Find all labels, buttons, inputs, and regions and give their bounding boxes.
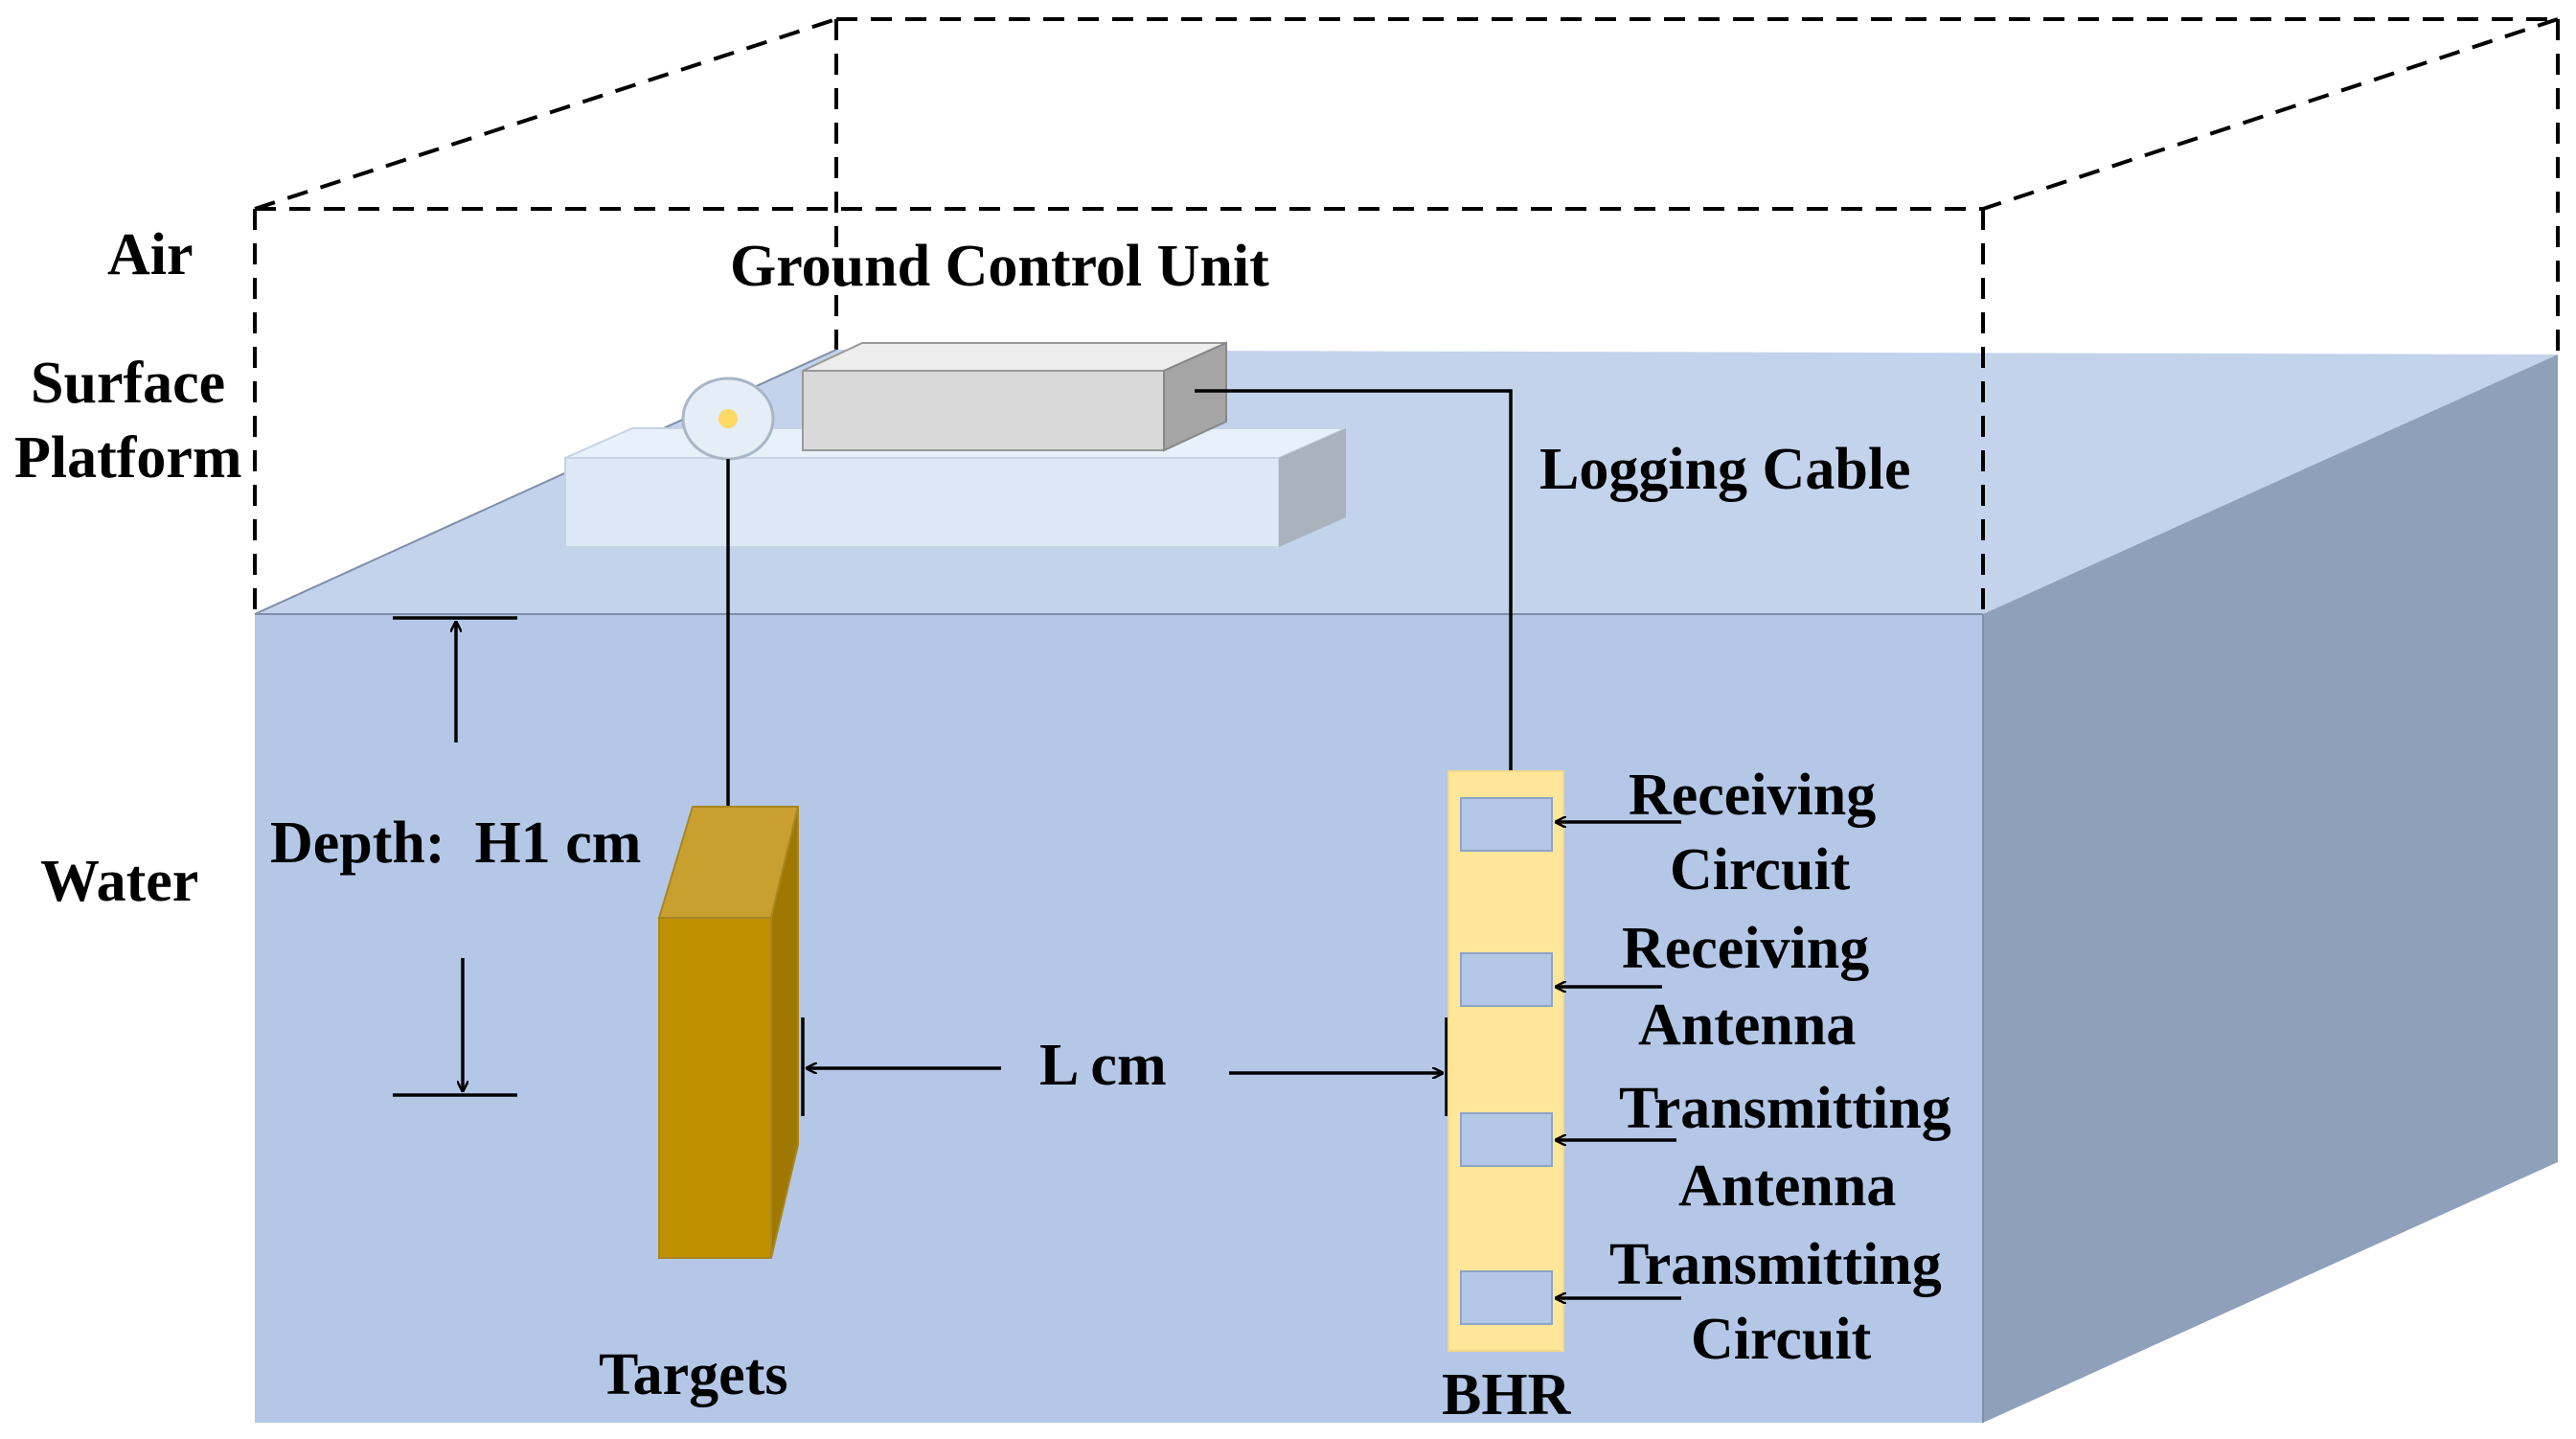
- transmitting-antenna-label-line2: Antenna: [1678, 1153, 1896, 1219]
- bhr-label: BHR: [1442, 1362, 1572, 1428]
- bhr-transmitting-circuit-slot: [1460, 1270, 1553, 1325]
- bhr-receiving-antenna-slot: [1460, 952, 1553, 1007]
- bhr-transmitting-antenna-slot: [1460, 1112, 1553, 1167]
- surface-platform-label-line2: Platform: [14, 425, 242, 491]
- bhr-tool: [1448, 770, 1564, 1352]
- bhr-pointers: [1556, 822, 1681, 1298]
- cable-reel: [681, 377, 775, 461]
- distance-label: L cm: [1039, 1033, 1167, 1098]
- bhr-receiving-circuit-slot: [1460, 797, 1553, 852]
- air-label: Air: [107, 222, 194, 287]
- cables: [726, 389, 1513, 838]
- ground-control-unit-box: [802, 341, 1227, 452]
- depth-label: Depth: H1 cm: [270, 811, 641, 876]
- receiving-antenna-label-line1: Receiving: [1622, 916, 1869, 981]
- transmitting-circuit-label-line1: Transmitting: [1609, 1232, 1942, 1297]
- water-side-face: [1983, 354, 2558, 1423]
- ground-control-unit-label: Ground Control Unit: [730, 234, 1269, 299]
- air-region-box: [254, 17, 2560, 354]
- transmitting-antenna-label-line1: Transmitting: [1619, 1076, 1951, 1141]
- distance-dimension: [801, 1017, 1448, 1116]
- receiving-antenna-label-line2: Antenna: [1638, 993, 1856, 1058]
- receiving-circuit-label-line2: Circuit: [1670, 837, 1851, 902]
- targets-label: Targets: [599, 1342, 787, 1407]
- water-label: Water: [40, 849, 198, 914]
- surface-platform-label-line1: Surface: [31, 351, 225, 416]
- logging-cable-label: Logging Cable: [1539, 437, 1911, 502]
- depth-dimension: [393, 616, 517, 1097]
- transmitting-circuit-label-line2: Circuit: [1691, 1307, 1872, 1372]
- water-front-face: [255, 614, 1983, 1423]
- receiving-circuit-label-line1: Receiving: [1629, 763, 1876, 828]
- target-block: [657, 806, 800, 1259]
